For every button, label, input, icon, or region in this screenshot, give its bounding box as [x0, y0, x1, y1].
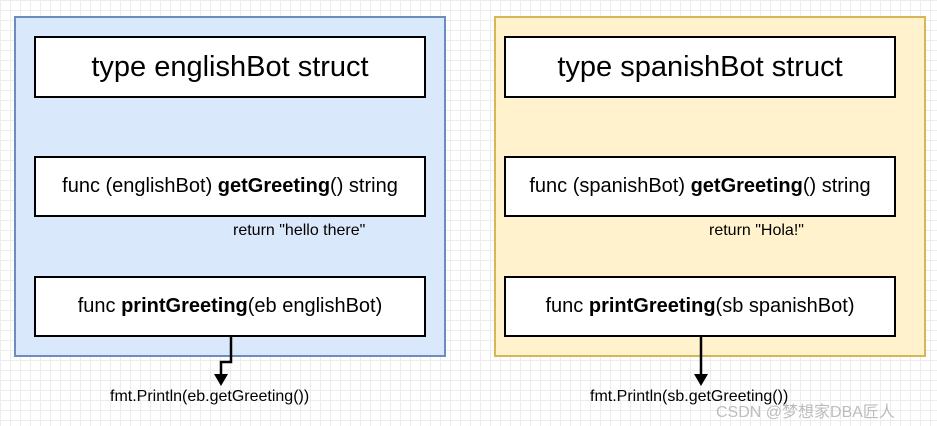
englishbot-getgreeting-box: func (englishBot) getGreeting() string — [34, 156, 426, 217]
spanishbot-printgreeting-box: func printGreeting(sb spanishBot) — [504, 276, 896, 337]
spanishbot-call-arrowhead — [694, 374, 708, 386]
spanishbot-printgreeting-prefix: func — [545, 295, 589, 317]
englishbot-printgreeting-suffix: (eb englishBot) — [247, 295, 383, 317]
spanishbot-getgreeting-suffix: () string — [802, 175, 871, 197]
englishbot-call-arrow — [219, 337, 233, 376]
englishbot-printgreeting-prefix: func — [77, 295, 122, 317]
englishbot-printgreeting-box: func printGreeting(eb englishBot) — [34, 276, 426, 337]
englishbot-call-label: fmt.Println(eb.getGreeting()) — [110, 388, 310, 405]
englishbot-return-label: return "hello there" — [233, 222, 366, 239]
spanishbot-printgreeting-name: printGreeting — [588, 295, 716, 317]
spanishbot-return-label: return "Hola!" — [709, 222, 804, 239]
spanishbot-struct-box: type spanishBot struct — [504, 36, 896, 98]
spanishbot-struct-label: type spanishBot struct — [557, 50, 843, 83]
englishbot-getgreeting-name: getGreeting — [217, 175, 331, 197]
spanishbot-printgreeting-suffix: (sb spanishBot) — [715, 295, 855, 317]
csdn-watermark: CSDN @梦想家DBA匠人 — [716, 404, 895, 421]
spanishbot-getgreeting-prefix: func (spanishBot) — [529, 175, 691, 197]
englishbot-getgreeting-suffix: () string — [330, 175, 398, 197]
englishbot-call-arrowhead — [214, 374, 228, 386]
englishbot-struct-box: type englishBot struct — [34, 36, 426, 98]
spanishbot-getgreeting-box: func (spanishBot) getGreeting() string — [504, 156, 896, 217]
englishbot-struct-label: type englishBot struct — [91, 50, 369, 83]
spanishbot-call-label: fmt.Println(sb.getGreeting()) — [590, 388, 789, 405]
spanishbot-getgreeting-name: getGreeting — [690, 175, 803, 197]
englishbot-getgreeting-prefix: func (englishBot) — [62, 175, 218, 197]
englishbot-printgreeting-name: printGreeting — [121, 295, 248, 317]
